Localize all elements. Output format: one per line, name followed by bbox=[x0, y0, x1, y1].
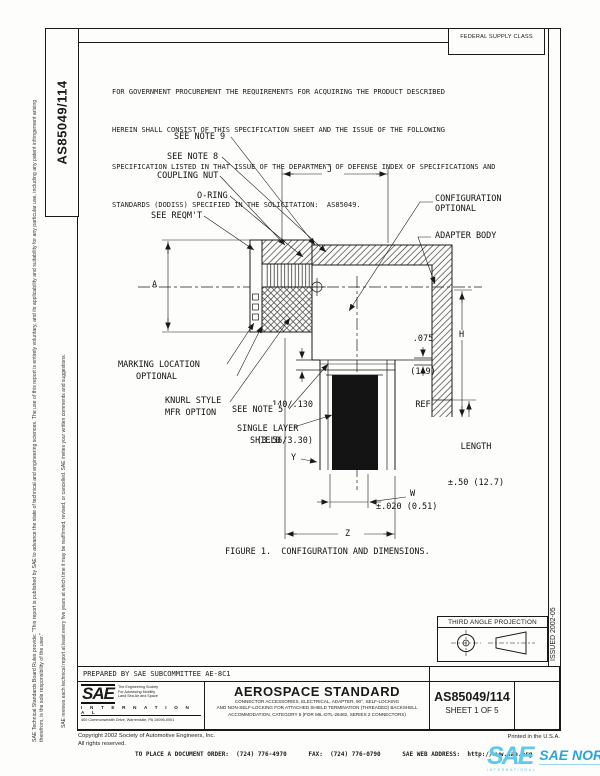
dim-a: A bbox=[152, 280, 158, 290]
empty-cell-top bbox=[429, 666, 560, 682]
margin-disclaimer-review: SAE reviews each technical report at lea… bbox=[61, 354, 67, 728]
dim-length-label: LENGTH bbox=[460, 442, 492, 452]
prepared-by-cell: PREPARED BY SAE SUBCOMMITTEE AE-8C1 bbox=[77, 666, 430, 682]
watermark-sae-glyph: SAE bbox=[487, 742, 534, 770]
dim-075-ref: .075 (1.9) REF bbox=[400, 312, 446, 433]
title-cell: AEROSPACE STANDARD CONNECTOR ACCESSORIES… bbox=[204, 681, 430, 730]
coupling-nut-section bbox=[249, 239, 313, 333]
title-line-1: CONNECTOR ACCESSORIES, ELECTRICAL, ADAPT… bbox=[234, 699, 400, 704]
callout-see-note-9: SEE NOTE 9 bbox=[174, 132, 226, 142]
callout-coupling-nut: COUPLING NUT bbox=[157, 171, 219, 181]
sae-logo: SAE bbox=[81, 684, 115, 704]
sae-tagline: The Engineering Society For Advancing Mo… bbox=[118, 685, 158, 699]
copyright-line-2: All rights reserved. bbox=[78, 741, 127, 747]
watermark-international: INTERNATIONAL bbox=[487, 768, 537, 772]
dim-z: Z bbox=[344, 529, 352, 539]
leader-lines bbox=[203, 136, 436, 428]
callout-shield-1: SINGLE LAYER bbox=[237, 424, 299, 434]
doc-number: AS85049/114 bbox=[434, 690, 510, 704]
fsc-label: FEDERAL SUPPLY CLASS bbox=[460, 34, 533, 40]
callout-configuration-2: OPTIONAL bbox=[435, 204, 476, 214]
sae-tagline-3: Land Sea Air and Space bbox=[117, 694, 158, 699]
callout-knurl-1: KNURL STYLE bbox=[165, 396, 222, 406]
dim-j: J bbox=[326, 165, 334, 175]
dim-ferrule: .140/.130 (3.56/3.30) bbox=[200, 375, 313, 471]
procurement-line: FOR GOVERNMENT PROCUREMENT THE REQUIREME… bbox=[112, 88, 445, 96]
procurement-paragraph: FOR GOVERNMENT PROCUREMENT THE REQUIREME… bbox=[112, 61, 496, 236]
sheet-info: SHEET 1 OF 5 bbox=[445, 706, 499, 715]
margin-disclaimer-main: SAE Technical Standards Board Rules prov… bbox=[32, 99, 45, 742]
callout-shield-2: SHIELD bbox=[250, 436, 281, 446]
printed-note: Printed in the U.S.A. bbox=[507, 734, 560, 740]
dim-length-tol: ±.50 (12.7) bbox=[447, 478, 505, 488]
procurement-line: HEREIN SHALL CONSIST OF THIS SPECIFICATI… bbox=[112, 125, 445, 134]
callout-adapter-body: ADAPTER BODY bbox=[435, 231, 497, 241]
sae-tagline-1: The Engineering Society bbox=[117, 685, 159, 689]
shield-section bbox=[326, 374, 383, 470]
copyright-line-1: Copyright 2002 Society of Automotive Eng… bbox=[78, 733, 215, 739]
projection-label: THIRD ANGLE PROJECTION bbox=[438, 617, 547, 628]
empty-cell-right bbox=[514, 681, 560, 730]
procurement-line: STANDARDS (DODISS) SPECIFIED IN THE SOLI… bbox=[112, 200, 361, 209]
figure-1-drawing: SEE NOTE 9 SEE NOTE 8 COUPLING NUT O-RIN… bbox=[80, 118, 565, 570]
callout-see-note-5: SEE NOTE 5 bbox=[232, 405, 284, 415]
watermark-norm-text: SAE NORM bbox=[539, 747, 600, 763]
callout-see-reqmt: SEE REQM'T bbox=[151, 211, 203, 221]
doc-number-cell: AS85049/114 SHEET 1 OF 5 bbox=[429, 681, 515, 730]
part-number-tab: AS85049/114 bbox=[45, 28, 79, 217]
dim-075-value: .075 bbox=[412, 334, 434, 344]
federal-supply-class-box: FEDERAL SUPPLY CLASS bbox=[448, 29, 545, 55]
sae-logo-cell: SAE The Engineering Society For Advancin… bbox=[77, 681, 205, 730]
document-order-line: TO PLACE A DOCUMENT ORDER: (724) 776-497… bbox=[135, 751, 533, 758]
watermark-rule bbox=[539, 764, 600, 765]
dim-y: Y bbox=[291, 453, 297, 463]
sheet-border bbox=[77, 28, 561, 731]
figure-caption: FIGURE 1. CONFIGURATION AND DIMENSIONS. bbox=[225, 547, 430, 557]
projection-symbol bbox=[451, 630, 535, 656]
top-border-line bbox=[77, 42, 448, 43]
sae-international: I N T E R N A T I O N A L bbox=[81, 705, 201, 716]
title-line-3: ACCOMMODATION, CATEGORY 5 (FOR MIL-DTL-2… bbox=[228, 711, 406, 717]
callout-knurl-2: MFR OPTION bbox=[165, 408, 217, 418]
callout-configuration-1: CONFIGURATION bbox=[435, 194, 502, 204]
sae-tagline-2: For Advancing Mobility bbox=[117, 689, 156, 694]
callout-marking-2: OPTIONAL bbox=[136, 372, 177, 382]
procurement-line: SPECIFICATION LISTED IN THAT ISSUE OF TH… bbox=[112, 163, 496, 171]
dim-ferrule-in: .140/.130 bbox=[266, 400, 313, 410]
callout-o-ring: O-RING bbox=[197, 191, 228, 201]
dim-length: LENGTH ±.50 (12.7) bbox=[425, 417, 527, 513]
callout-marking-1: MARKING LOCATION bbox=[118, 360, 200, 370]
sae-norm-watermark: SAE INTERNATIONAL SAE NORM bbox=[487, 744, 600, 772]
issued-date-label: ISSUED 2002-05 bbox=[550, 607, 557, 661]
dim-075-ref-label: REF bbox=[415, 400, 431, 410]
doc-type: AEROSPACE STANDARD bbox=[234, 684, 400, 699]
dim-w-tol: ±.020 (0.51) bbox=[376, 502, 438, 512]
third-angle-projection-box: THIRD ANGLE PROJECTION bbox=[437, 616, 548, 662]
title-line-2: AND NON-SELF-LOCKING FOR ATTACHED SHIELD… bbox=[216, 705, 418, 711]
dim-075-mm: (1.9) bbox=[410, 367, 436, 377]
part-number-text: AS85049/114 bbox=[54, 80, 70, 165]
callout-see-note-8: SEE NOTE 8 bbox=[167, 152, 219, 162]
dim-h: H bbox=[458, 330, 466, 340]
dim-w: W bbox=[410, 489, 416, 499]
dim-ferrule-mm: (3.56/3.30) bbox=[256, 436, 313, 446]
sae-address: 400 Commonwealth Drive, Warrendale, PA 1… bbox=[81, 718, 175, 722]
right-border-line bbox=[548, 28, 549, 730]
